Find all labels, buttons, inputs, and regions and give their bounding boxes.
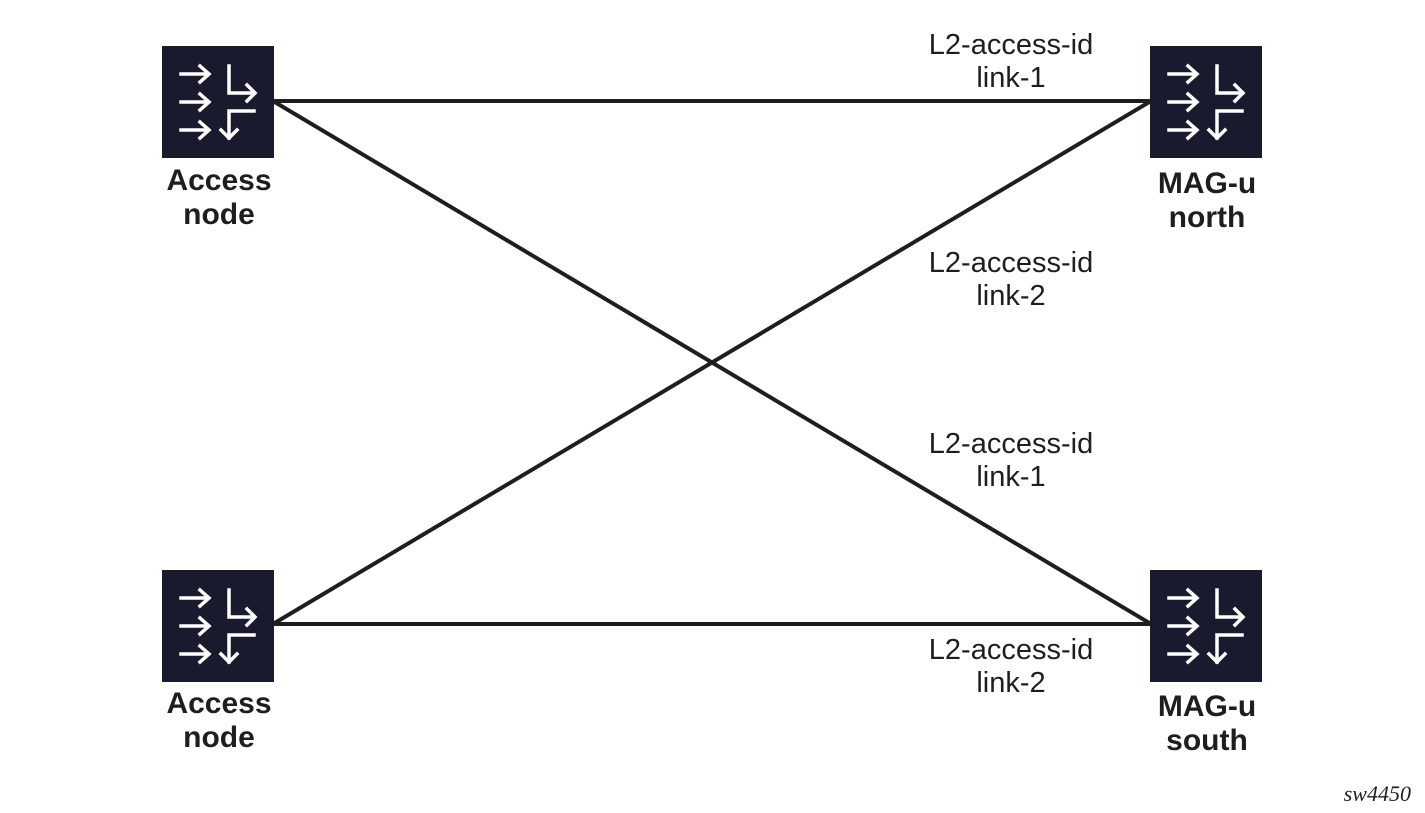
link-label-south-link-2: L2-access-id link-2 bbox=[901, 634, 1121, 700]
link-label-north-link-2: L2-access-id link-2 bbox=[901, 247, 1121, 313]
link-label-line: link-2 bbox=[976, 280, 1046, 312]
link-label-line: link-1 bbox=[976, 461, 1046, 493]
node-label-line: Access bbox=[166, 687, 272, 720]
router-icon bbox=[1167, 63, 1246, 141]
router-icon bbox=[179, 587, 258, 665]
mag-u-south-label: MAG-u south bbox=[1127, 690, 1287, 758]
link-label-line: link-2 bbox=[976, 667, 1046, 699]
mag-u-south bbox=[1150, 570, 1262, 682]
link-label-line: link-1 bbox=[976, 62, 1046, 94]
figure-id: sw4450 bbox=[1343, 781, 1411, 806]
link-access-top-to-mag-south bbox=[271, 99, 1153, 626]
link-label-line: L2-access-id bbox=[928, 428, 1094, 460]
link-label-line: L2-access-id bbox=[928, 634, 1094, 666]
link-label-south-link-1: L2-access-id link-1 bbox=[901, 428, 1121, 494]
access-node-top bbox=[162, 46, 274, 158]
mag-u-north bbox=[1150, 46, 1262, 158]
access-node-top-label: Access node bbox=[139, 164, 299, 232]
router-icon bbox=[179, 63, 258, 141]
link-label-line: L2-access-id bbox=[928, 29, 1094, 61]
router-icon bbox=[1167, 587, 1246, 665]
node-label-line: node bbox=[183, 198, 255, 231]
node-label-line: MAG-u bbox=[1157, 690, 1257, 723]
access-node-bottom bbox=[162, 570, 274, 682]
link-label-line: L2-access-id bbox=[928, 247, 1094, 279]
mag-u-north-label: MAG-u north bbox=[1127, 167, 1287, 235]
node-label-line: MAG-u bbox=[1157, 167, 1257, 200]
node-label-line: north bbox=[1168, 201, 1246, 234]
node-label-line: south bbox=[1166, 724, 1248, 757]
node-label-line: node bbox=[183, 721, 255, 754]
link-label-north-link-1: L2-access-id link-1 bbox=[901, 29, 1121, 95]
access-node-bottom-label: Access node bbox=[139, 687, 299, 755]
node-label-line: Access bbox=[166, 164, 272, 197]
